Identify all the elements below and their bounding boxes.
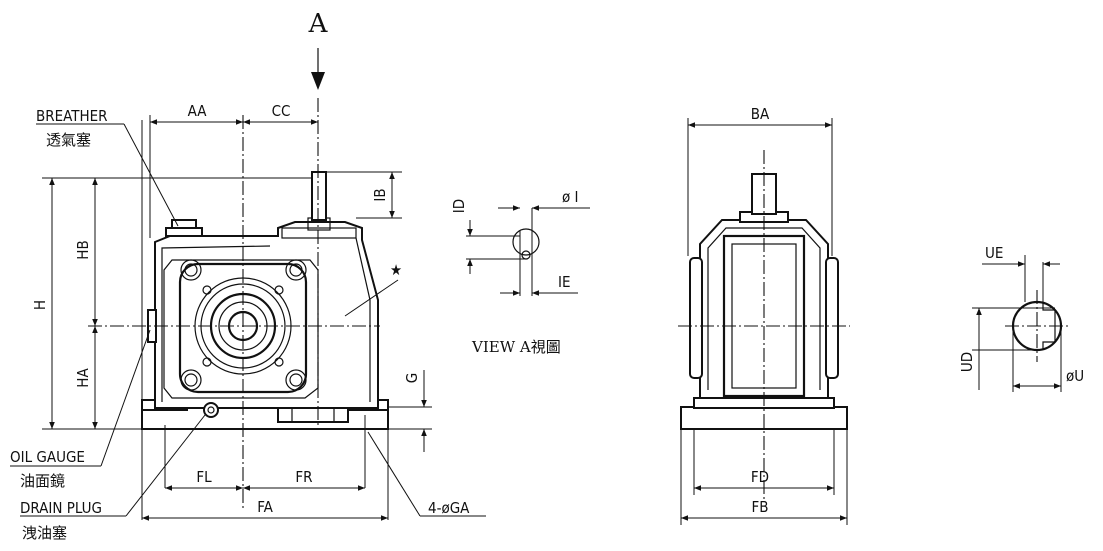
dim-phi-i: ø I xyxy=(562,188,579,206)
breather-cn-label: 透氣塞 xyxy=(46,131,91,149)
front-dimensions: AA CC IB H HB HA G FL FR FA xyxy=(31,102,432,521)
dim-cc: CC xyxy=(272,102,291,120)
dim-ie: IE xyxy=(558,273,571,291)
breather-plug xyxy=(165,227,203,237)
dim-ib: IB xyxy=(371,188,389,201)
dim-g: G xyxy=(403,373,421,383)
dim-ue: UE xyxy=(985,244,1003,262)
front-callouts: BREATHER 透氣塞 OIL GAUGE 油面鏡 DRAIN PLUG 洩油… xyxy=(10,107,486,542)
dim-id: ID xyxy=(450,199,468,213)
view-a-shaft xyxy=(512,228,540,256)
shaft-section: UE UD øU xyxy=(958,244,1084,392)
side-view: BA FD FB xyxy=(678,105,850,525)
view-arrow-label: A xyxy=(308,9,329,39)
dim-hb: HB xyxy=(74,240,92,259)
oil-gauge-label: OIL GAUGE xyxy=(10,448,85,466)
front-view xyxy=(88,98,389,520)
drain-plug xyxy=(203,402,219,418)
dim-fl: FL xyxy=(196,468,212,486)
dim-fb: FB xyxy=(751,498,768,516)
view-a-label: VIEW A視圖 xyxy=(471,338,561,356)
dim-ba: BA xyxy=(751,105,770,123)
dim-aa: AA xyxy=(188,102,208,120)
holes-label: 4-øGA xyxy=(428,499,470,517)
dim-ud: UD xyxy=(958,352,976,372)
star-marker: ★ xyxy=(390,261,402,279)
dim-fr: FR xyxy=(295,468,312,486)
front-shaft xyxy=(311,171,327,221)
drain-plug-label: DRAIN PLUG xyxy=(20,499,102,517)
front-housing xyxy=(154,221,379,409)
breather-label: BREATHER xyxy=(36,107,108,125)
drain-plug-cn-label: 洩油塞 xyxy=(22,524,67,542)
oil-gauge-cn-label: 油面鏡 xyxy=(20,472,65,490)
dim-fa: FA xyxy=(257,498,273,516)
dim-fd: FD xyxy=(751,468,769,486)
dim-h: H xyxy=(31,300,49,310)
view-a-detail: ID ø I IE VIEW A視圖 xyxy=(450,188,590,356)
dim-ha: HA xyxy=(74,368,92,388)
view-a-arrow: A xyxy=(308,9,329,90)
dim-phi-u: øU xyxy=(1066,367,1084,385)
